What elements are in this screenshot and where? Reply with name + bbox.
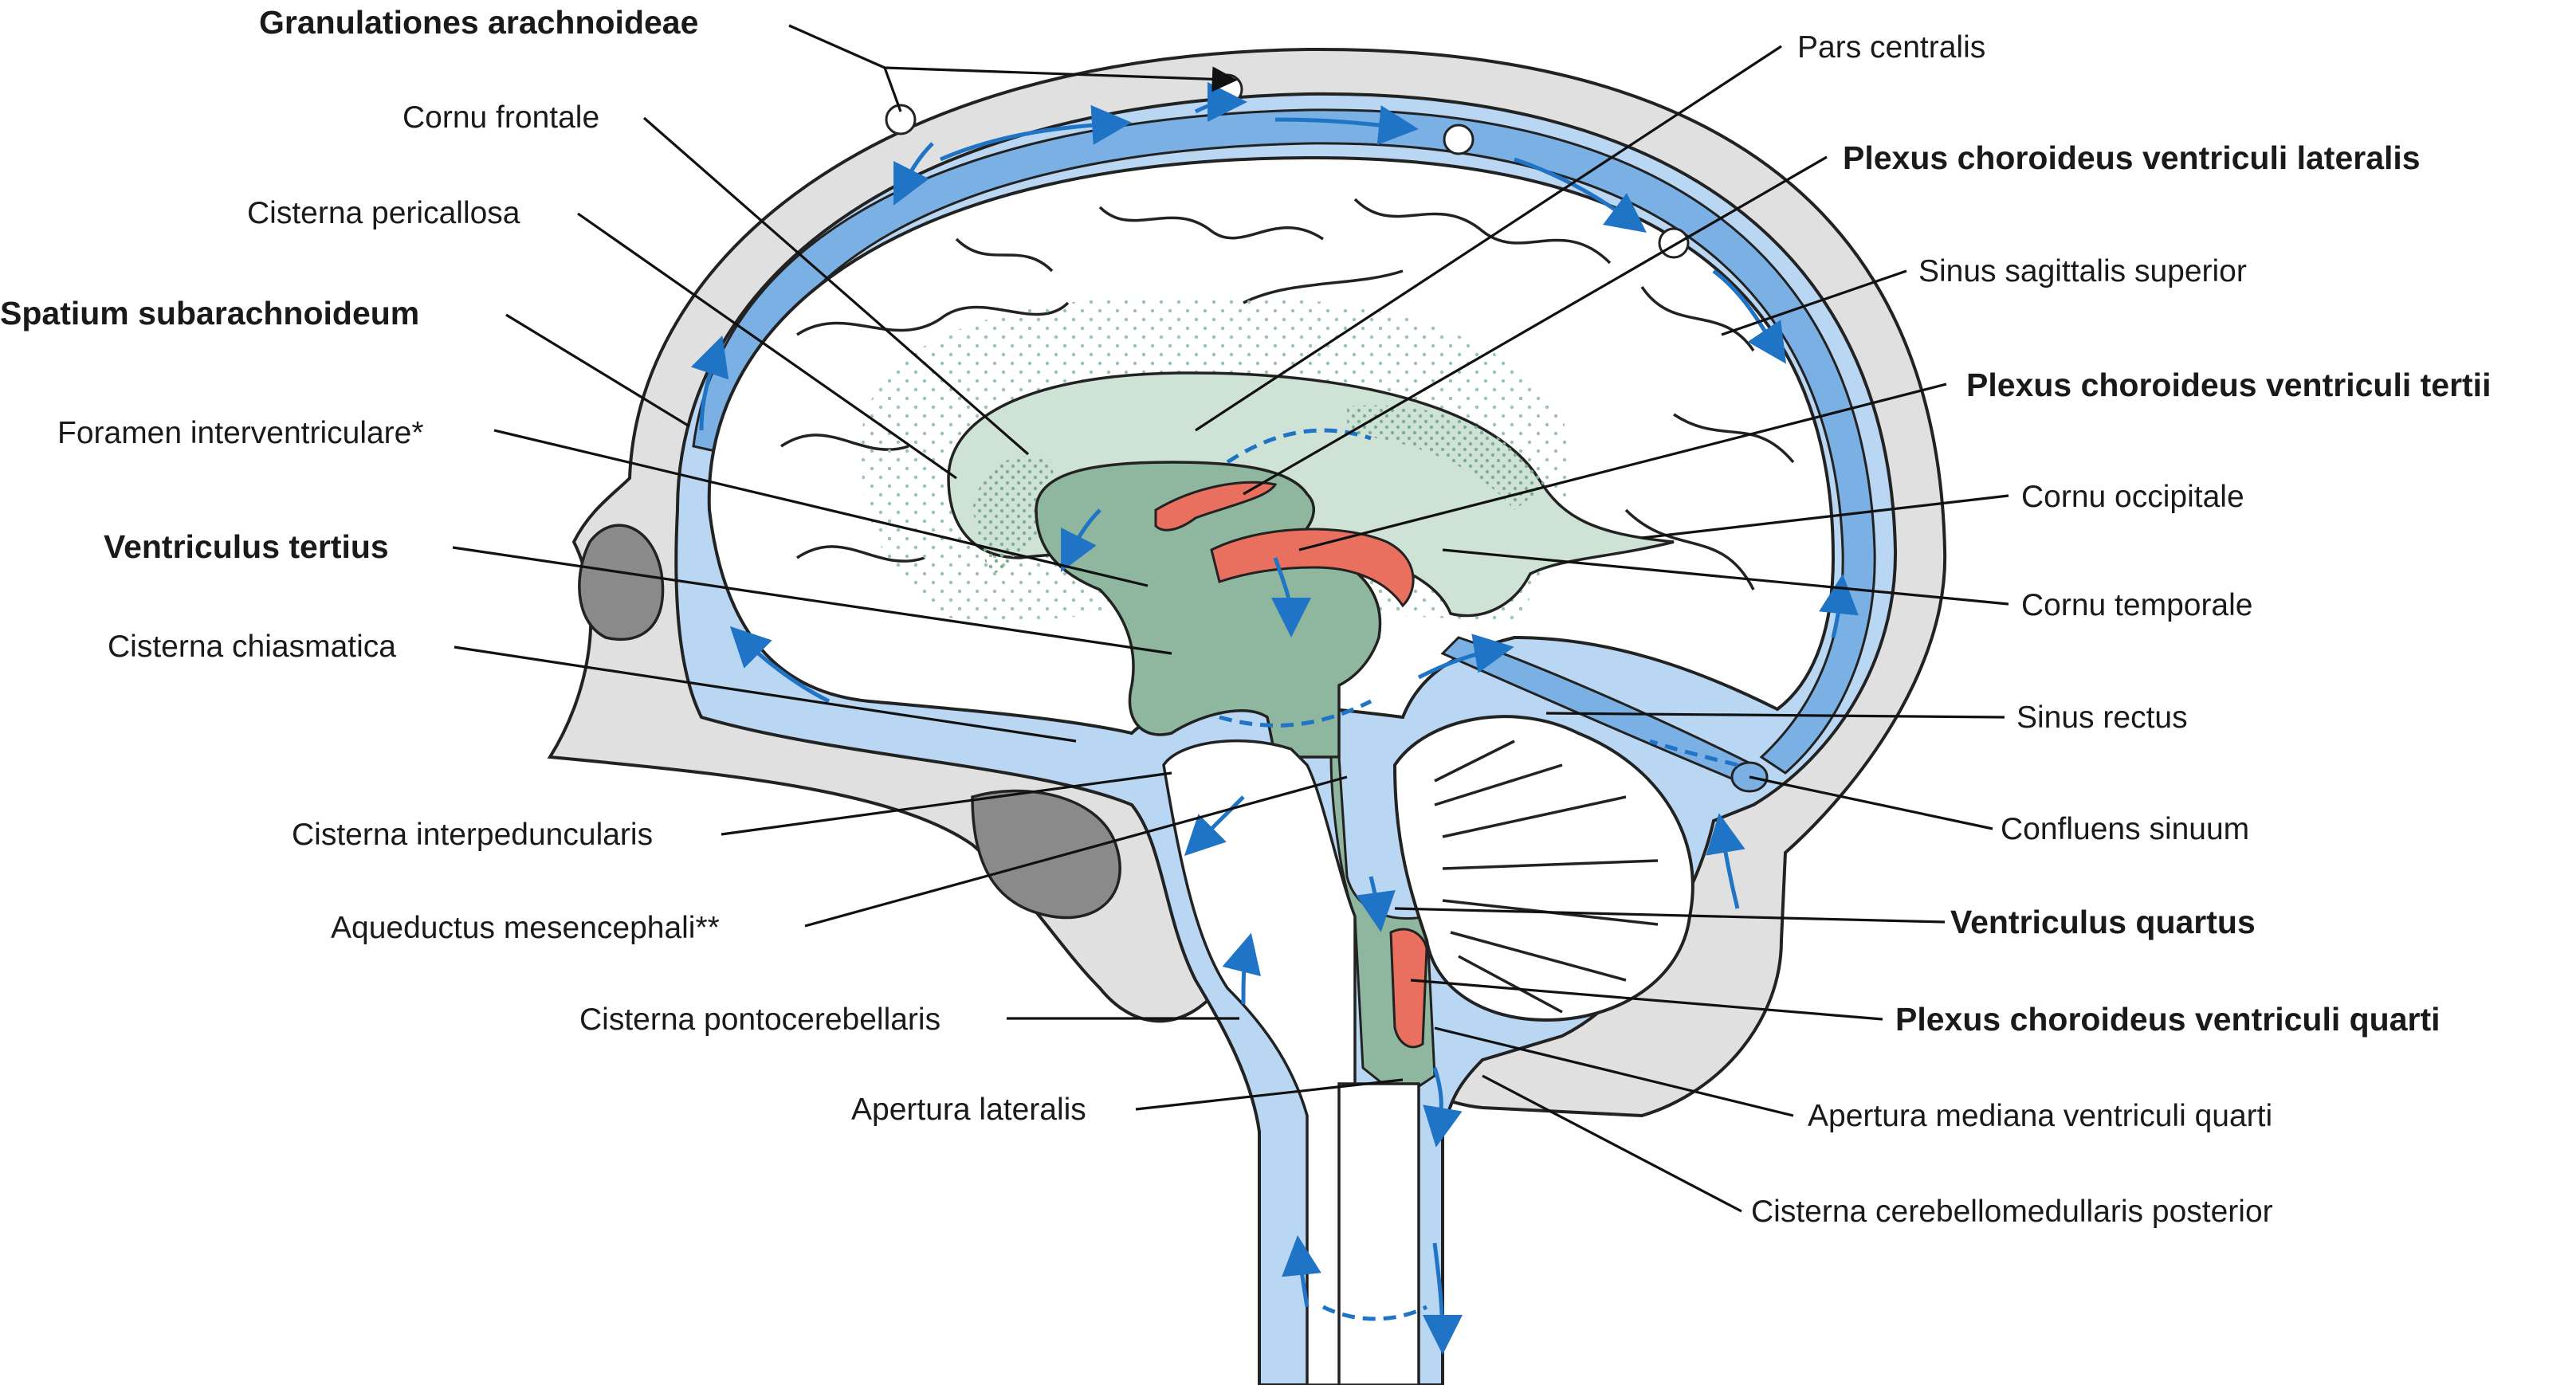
sinus-sphenoidalis-cavity: [971, 789, 1121, 920]
label-sinus-sagittalis-superior: Sinus sagittalis superior: [1918, 254, 2247, 288]
leader-sinus-rectus: [1545, 712, 2005, 719]
label-ventriculus-tertius: Ventriculus tertius: [104, 528, 389, 565]
label-cisterna-interpeduncularis: Cisterna interpeduncularis: [292, 818, 653, 852]
leader-cornu-occipitale: [1641, 494, 2009, 539]
plexus-quarti-shape: [1389, 928, 1428, 1049]
label-spatium-subarachnoideum: Spatium subarachnoideum: [0, 295, 419, 332]
csf-flow-arrows: [690, 82, 1859, 1355]
leader-plexus-lateralis: [1243, 155, 1828, 496]
label-cornu-temporale: Cornu temporale: [2021, 588, 2252, 622]
leader-aqueductus: [804, 775, 1348, 928]
leader-lines: [452, 24, 2009, 1213]
label-pars-centralis: Pars centralis: [1797, 30, 1985, 65]
sinus-sagittalis-band: [692, 108, 1876, 775]
label-sinus-rectus: Sinus rectus: [2016, 700, 2188, 735]
sinus-frontalis-cavity: [578, 524, 665, 641]
label-cisterna-chiasmatica: Cisterna chiasmatica: [108, 630, 396, 664]
medulla-spinalis: [1337, 1082, 1420, 1385]
labels-left: Granulationes arachnoideae Cornu frontal…: [0, 4, 1086, 1127]
label-plexus-choroideus-tertii: Plexus choroideus ventriculi tertii: [1966, 367, 2491, 403]
labels-right: Pars centralis Plexus choroideus ventric…: [1751, 30, 2491, 1229]
label-cisterna-pericallosa: Cisterna pericallosa: [247, 196, 520, 230]
leader-cisterna-chiasmatica: [454, 645, 1077, 743]
leader-cisterna-pericallosa: [577, 212, 957, 480]
label-apertura-lateralis: Apertura lateralis: [851, 1093, 1086, 1127]
leader-pars-centralis: [1195, 45, 1782, 432]
label-foramen-interventriculare: Foramen interventriculare*: [57, 416, 424, 450]
label-cisterna-pontocerebellaris: Cisterna pontocerebellaris: [579, 1002, 940, 1037]
leader-plexus-tertii: [1298, 383, 1947, 551]
leader-apertura-mediana: [1434, 1026, 1794, 1117]
leader-ventriculus-quartus: [1394, 907, 1946, 924]
leader-sinus-sagittalis: [1721, 269, 1907, 336]
cerebellum: [1392, 715, 1694, 1022]
leader-confluens: [1749, 775, 1993, 830]
leader-cisterna-interpeduncularis: [721, 771, 1172, 836]
leader-cornu-temporale: [1442, 548, 2009, 606]
label-cornu-occipitale: Cornu occipitale: [2021, 480, 2244, 514]
label-cisterna-cerebellomedullaris: Cisterna cerebellomedullaris posterior: [1751, 1195, 2273, 1229]
leader-plexus-quarti: [1410, 979, 1883, 1021]
anatomy-illustration: [547, 47, 1947, 1385]
label-aqueductus-mesencephali: Aqueductus mesencephali**: [331, 911, 720, 945]
leader-spatium: [505, 313, 690, 428]
gyri-lines: [780, 198, 1795, 590]
leader-cornu-frontale: [642, 116, 1030, 456]
label-granulationes-arachnoideae: Granulationes arachnoideae: [259, 4, 698, 41]
label-ventriculus-quartus: Ventriculus quartus: [1950, 904, 2256, 940]
leader-granulationes-2: [883, 67, 902, 112]
leader-cisterna-cerebellomedullaris: [1482, 1074, 1742, 1213]
leader-ventriculus-tertius: [452, 546, 1172, 655]
label-confluens-sinuum: Confluens sinuum: [2001, 812, 2249, 846]
label-plexus-choroideus-quarti: Plexus choroideus ventriculi quarti: [1895, 1001, 2441, 1038]
label-cornu-frontale: Cornu frontale: [402, 100, 599, 135]
leader-foramen: [493, 429, 1149, 587]
label-plexus-choroideus-lateralis: Plexus choroideus ventriculi lateralis: [1843, 139, 2421, 176]
leader-apertura-lateralis: [1135, 1078, 1404, 1111]
label-apertura-mediana: Apertura mediana ventriculi quarti: [1808, 1099, 2272, 1133]
